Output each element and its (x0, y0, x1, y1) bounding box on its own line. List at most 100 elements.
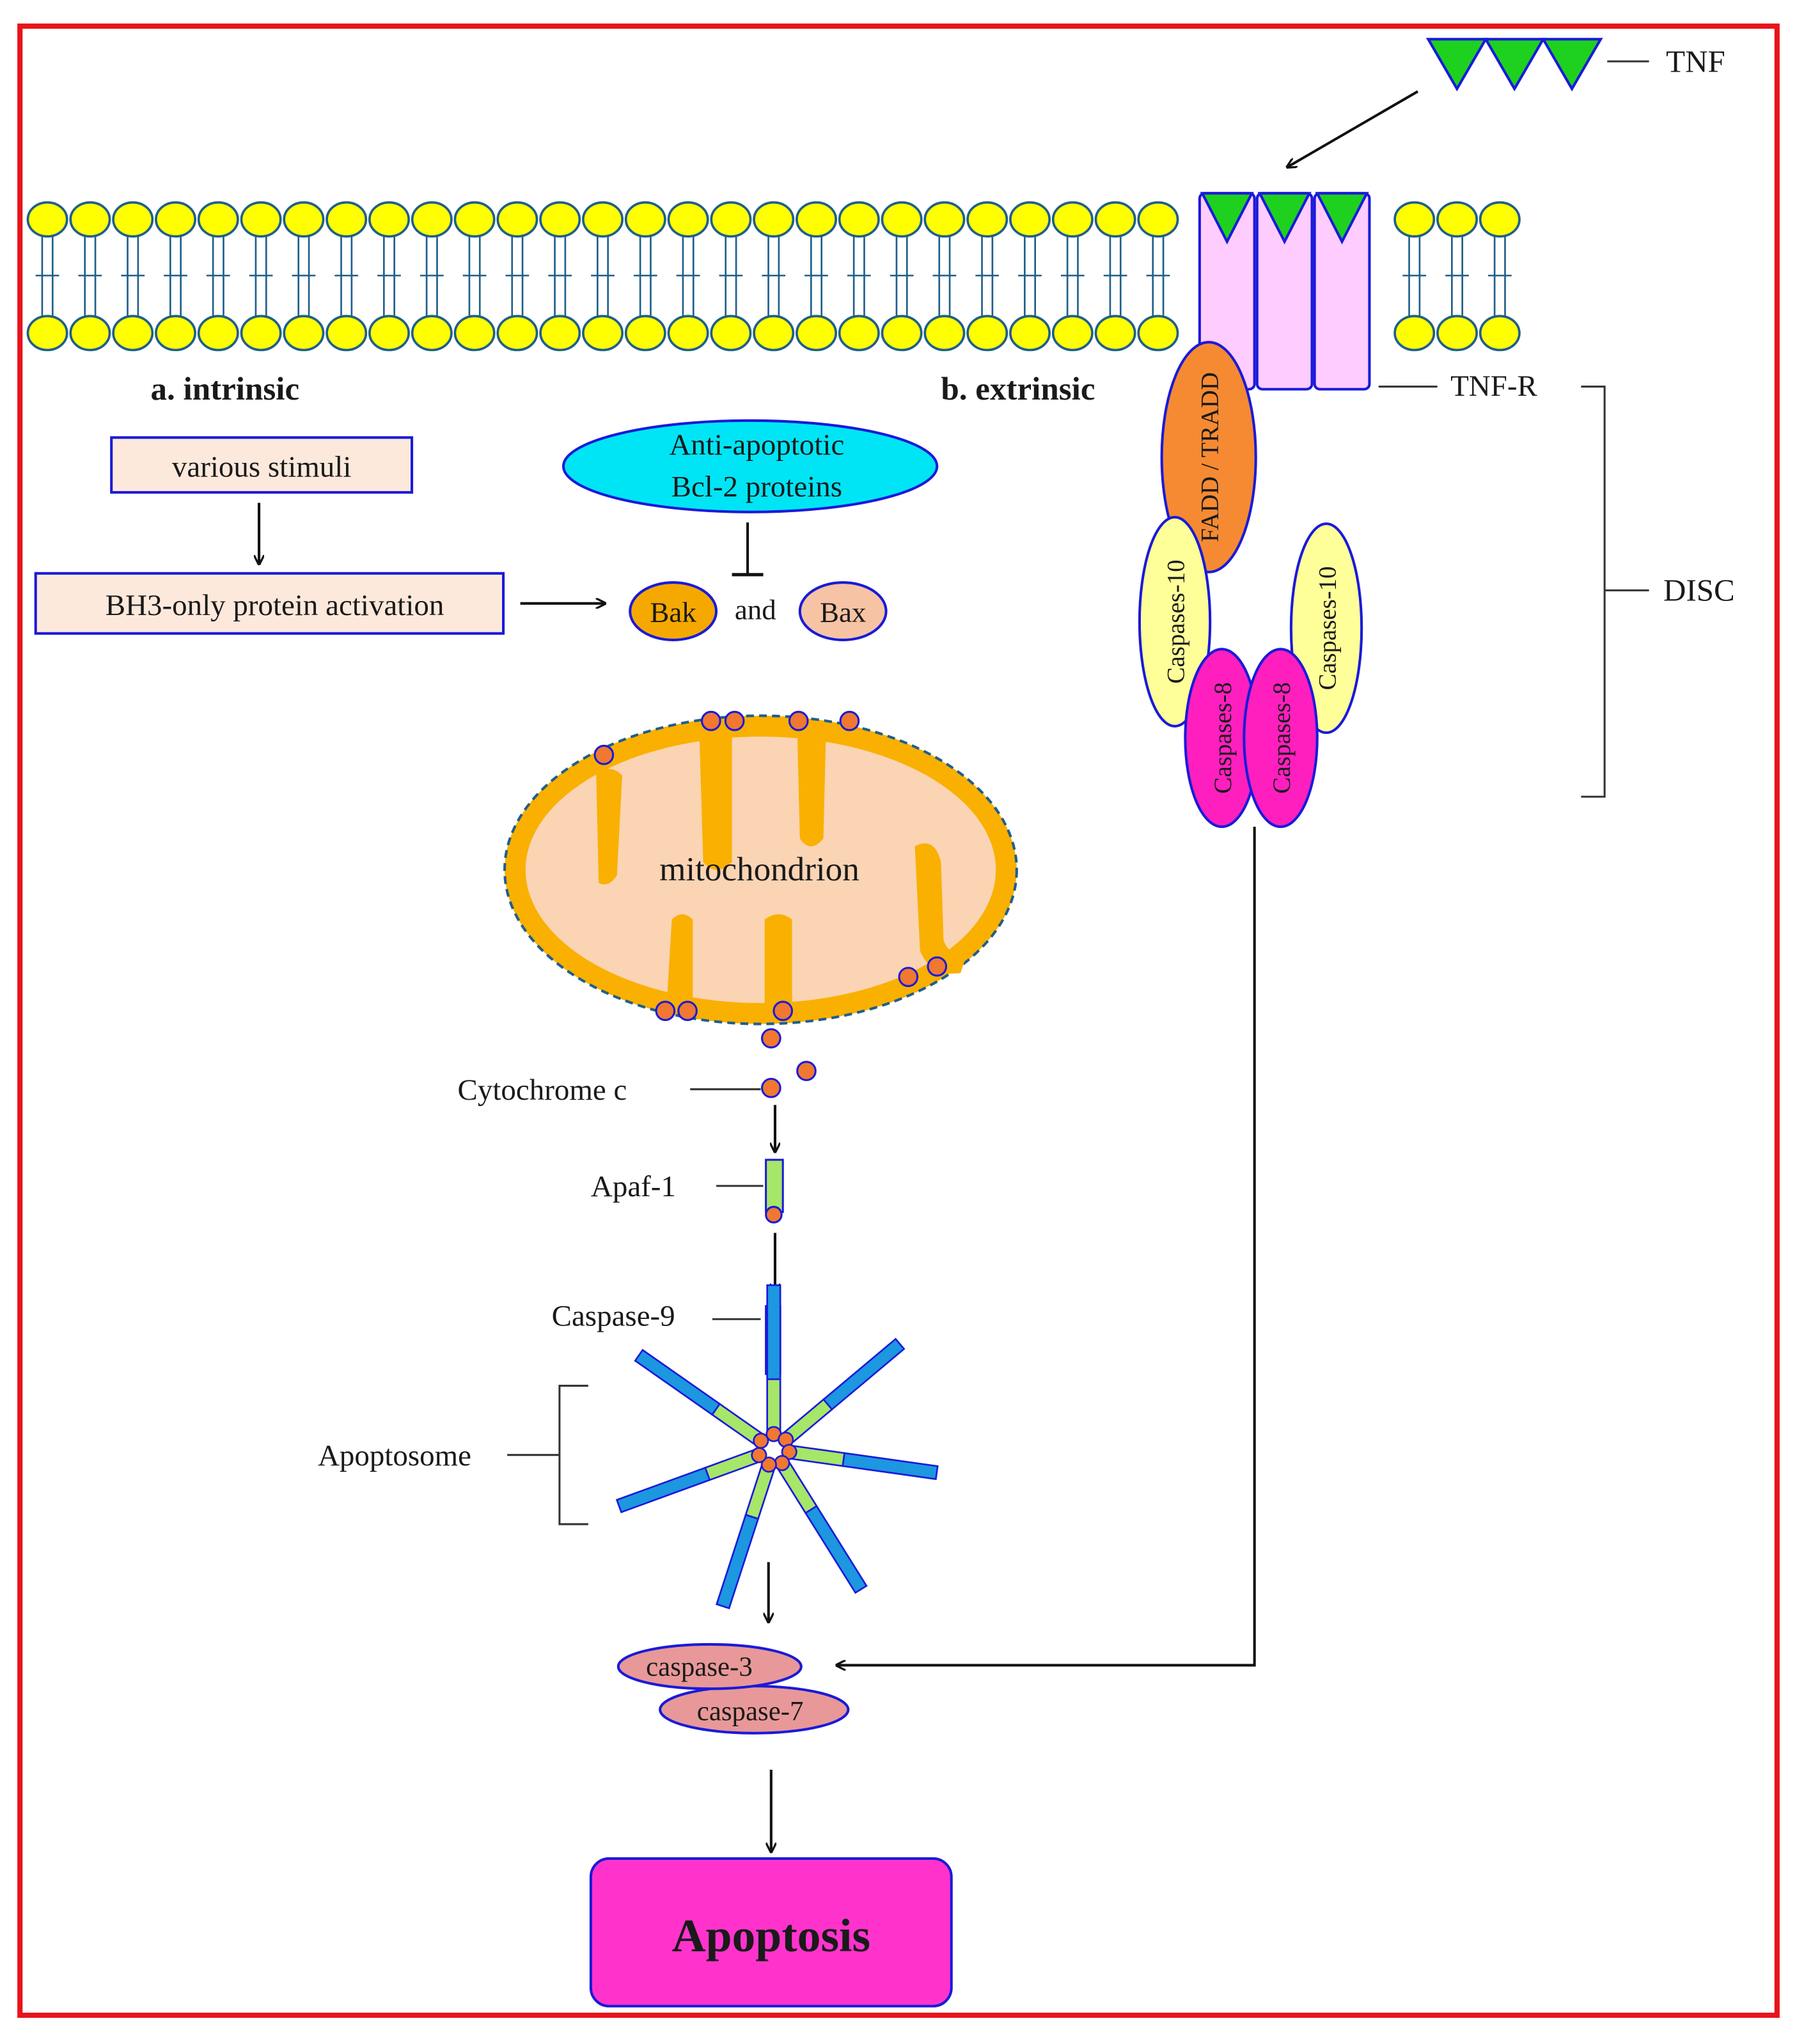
lipid-head-inner (1009, 315, 1051, 352)
apaf1-bound-cytochrome (765, 1206, 783, 1224)
mitochondrion-matrix (525, 737, 996, 1003)
lipid-head-inner (582, 315, 624, 352)
caspase-8-right-label: Caspases-8 (1268, 682, 1296, 794)
cytochrome-c-dot (839, 710, 860, 731)
lipid-head-outer (923, 201, 966, 238)
bax-ellipse (798, 581, 888, 642)
bound-tnf-triangle-3 (1315, 192, 1369, 245)
lipid-head-outer (112, 201, 154, 238)
lipid-head-inner (1479, 315, 1521, 352)
cytochrome-c-dot (927, 956, 948, 977)
bh3-activation-box (34, 572, 505, 635)
intrinsic-heading: a. intrinsic (150, 371, 299, 407)
lipid-head-inner (881, 315, 923, 352)
caspase9-segment (615, 1466, 711, 1513)
various-stimuli-label: various stimuli (172, 451, 352, 484)
caspase9-segment (766, 1284, 781, 1380)
cytochrome-c-dot (724, 710, 745, 731)
lipid-head-outer (368, 201, 410, 238)
apoptosome-label: Apoptosome (318, 1439, 471, 1472)
disc-label: DISC (1663, 573, 1735, 608)
lipid-head-inner (1051, 315, 1094, 352)
caspase-8-right (1243, 648, 1319, 829)
lipid-head-outer (966, 201, 1008, 238)
apoptosome-cytochrome-dot (751, 1447, 767, 1463)
lipid-head-inner (966, 315, 1008, 352)
lipid-head-inner (26, 315, 68, 352)
lipid-head-outer (283, 201, 325, 238)
mitochondrion: mitochondrion (503, 714, 1018, 1026)
apoptosome-spoke (765, 1284, 782, 1442)
lipid-head-inner (453, 315, 496, 352)
various-stimuli-box (110, 436, 414, 494)
lipid-head-outer (1479, 201, 1521, 238)
lipid-head-inner (1436, 315, 1478, 352)
lipid-head-outer (1436, 201, 1478, 238)
apoptosome-spoke (615, 1447, 767, 1513)
lipid-head-outer (1051, 201, 1094, 238)
cytochrome-c-dot (788, 710, 809, 731)
lipid-head-inner (411, 315, 453, 352)
caspase9-segment (842, 1452, 939, 1480)
lipid-head-inner (539, 315, 581, 352)
apoptosome-spoke (715, 1456, 777, 1610)
cytochrome-c-molecules (593, 710, 948, 1098)
lipid-head-outer (496, 201, 538, 238)
cytochrome-c-dot (898, 967, 919, 987)
cytochrome-c-dot (655, 1001, 676, 1021)
cytochrome-c-dot (677, 1001, 698, 1021)
lipid-head-outer (1137, 201, 1179, 238)
lipid-head-inner (838, 315, 880, 352)
lipid-head-inner (69, 315, 111, 352)
anti-apoptotic-label-line2: Bcl-2 proteins (671, 470, 842, 503)
lipid-head-outer (881, 201, 923, 238)
tnf-r-label: TNF-R (1450, 370, 1537, 403)
caspase9-segment (715, 1513, 760, 1610)
cell-membrane-bilayer (26, 201, 1521, 352)
extrinsic-connector (836, 827, 1256, 1665)
lipid-head-inner (368, 315, 410, 352)
apaf1-label: Apaf-1 (591, 1170, 676, 1203)
caspase-10-right-label: Caspases-10 (1314, 566, 1341, 690)
apoptosome-spoke (781, 1444, 939, 1480)
caspase-8-left-label: Caspases-8 (1209, 682, 1237, 794)
fadd-tradd-label: FADD / TRADD (1196, 372, 1223, 542)
caspase3-ellipse (616, 1642, 803, 1690)
bound-tnf-triangle-1 (1200, 192, 1254, 245)
apaf1-segment (766, 1378, 781, 1435)
cytochrome-c-dot (773, 1001, 794, 1021)
fadd-tradd-adaptor (1160, 341, 1257, 573)
lipid-head-outer (710, 201, 752, 238)
tnf-label: TNF (1666, 43, 1725, 79)
tnf-binding-arrow (1287, 90, 1419, 167)
tnf-ligand: TNF (1425, 38, 1725, 91)
caspase9-label: Caspase-9 (552, 1299, 675, 1332)
lipid-head-inner (112, 315, 154, 352)
lipid-head-outer (796, 201, 837, 238)
apoptosome-spoke (634, 1348, 769, 1449)
caspase7-label: caspase-7 (697, 1696, 804, 1726)
bak-ellipse (629, 581, 718, 642)
apoptosome-spoke (778, 1338, 906, 1448)
lipid-head-inner (1137, 315, 1179, 352)
mitochondrion-cristae (596, 731, 968, 1009)
lipid-head-inner (326, 315, 368, 352)
lipid-head-outer (155, 201, 196, 238)
mitochondrion-label: mitochondrion (659, 851, 859, 888)
apaf1-rod (765, 1159, 784, 1213)
lipid-head-outer (539, 201, 581, 238)
bound-tnf-triangle-2 (1257, 192, 1312, 245)
anti-apoptotic-bcl2-ellipse (561, 419, 939, 513)
cytochrome-c-label: Cytochrome c (458, 1073, 627, 1107)
cytochrome-c-dot (593, 744, 615, 765)
lipid-head-outer (1094, 201, 1136, 238)
tnf-receptor (1198, 192, 1371, 391)
lipid-head-outer (26, 201, 68, 238)
lipid-head-outer (197, 201, 239, 238)
apoptosome-cytochrome-dot (753, 1432, 769, 1449)
apoptosis-label: Apoptosis (672, 1909, 871, 1962)
extrinsic-heading: b. extrinsic (941, 371, 1095, 407)
lipid-head-inner (667, 315, 709, 352)
lipid-head-outer (753, 201, 795, 238)
